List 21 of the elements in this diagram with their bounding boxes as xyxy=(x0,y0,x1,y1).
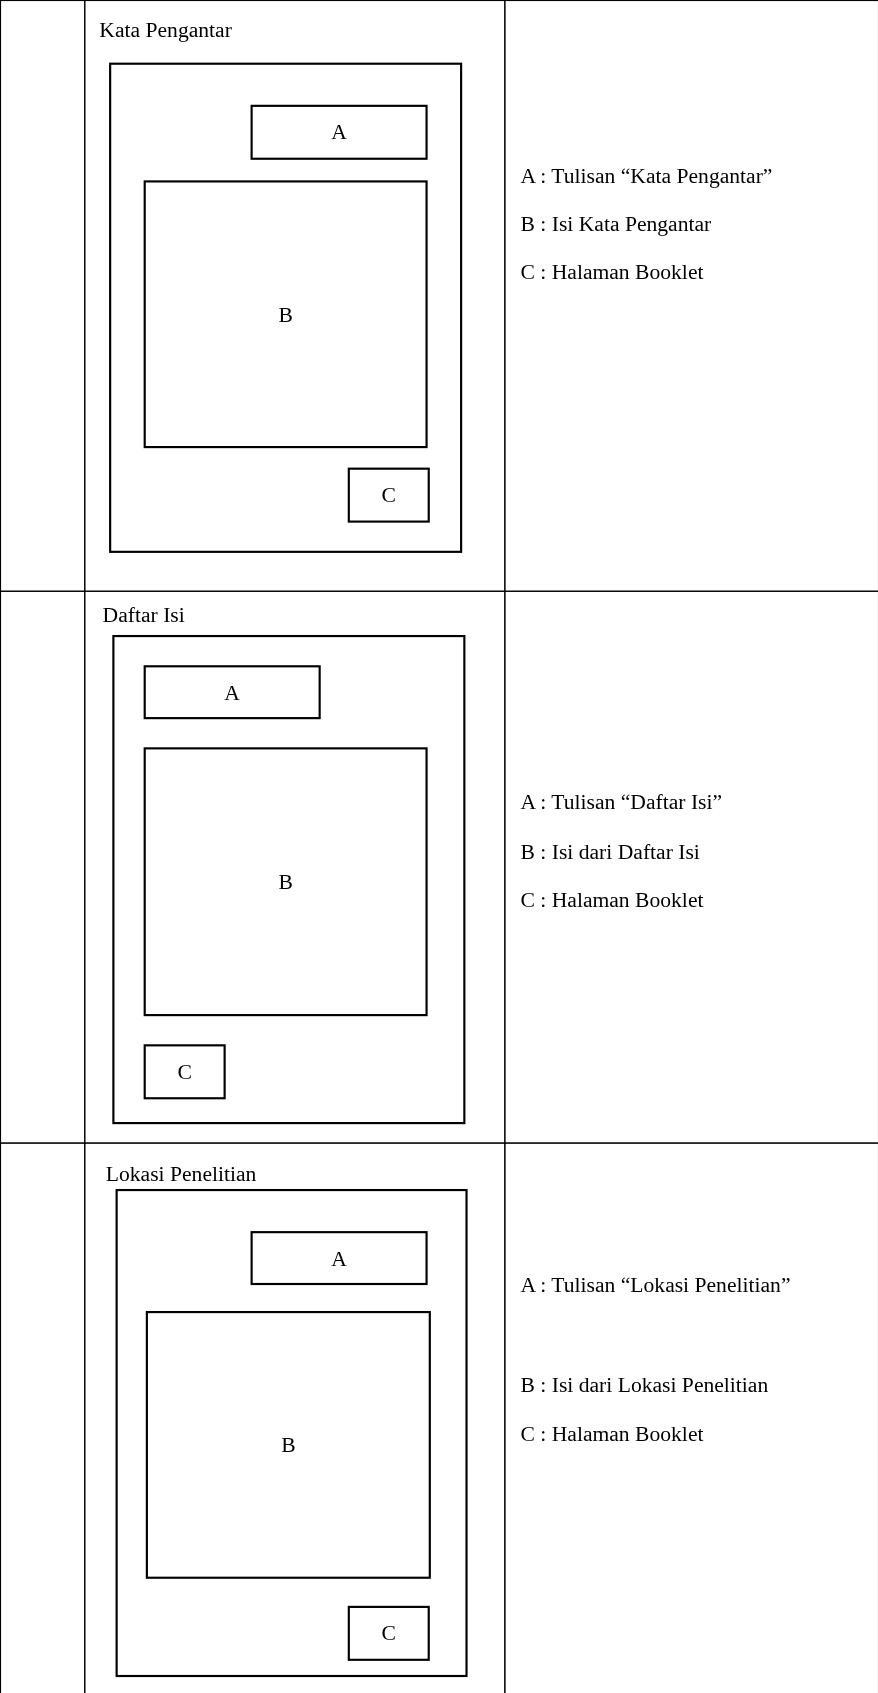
legend-note: C : Halaman Booklet xyxy=(520,1420,705,1447)
legend-note: A : Tulisan “Lokasi Penelitian” xyxy=(520,1271,792,1298)
layout-block: A xyxy=(250,104,428,160)
legend-note: B : Isi dari Daftar Isi xyxy=(520,838,701,865)
section-heading: Kata Pengantar xyxy=(99,16,232,43)
legend-note: B : Isi dari Lokasi Penelitian xyxy=(520,1371,770,1399)
layout-block: C xyxy=(143,1044,226,1100)
legend-note: C : Halaman Booklet xyxy=(520,886,705,914)
layout-block: B xyxy=(145,1311,431,1579)
layout-block: C xyxy=(347,467,430,523)
layout-block: A xyxy=(143,665,321,720)
legend-note: C : Halaman Booklet xyxy=(520,258,705,285)
layout-block: A xyxy=(250,1231,428,1286)
layout-block: C xyxy=(347,1605,430,1661)
legend-note: A : Tulisan “Kata Pengantar” xyxy=(520,162,774,190)
legend-note: B : Isi Kata Pengantar xyxy=(520,210,713,238)
layout-block: B xyxy=(143,180,428,449)
legend-note: A : Tulisan “Daftar Isi” xyxy=(520,788,724,816)
section-heading: Daftar Isi xyxy=(102,601,185,628)
section-heading: Lokasi Penelitian xyxy=(105,1160,257,1187)
layout-block: B xyxy=(143,747,428,1017)
